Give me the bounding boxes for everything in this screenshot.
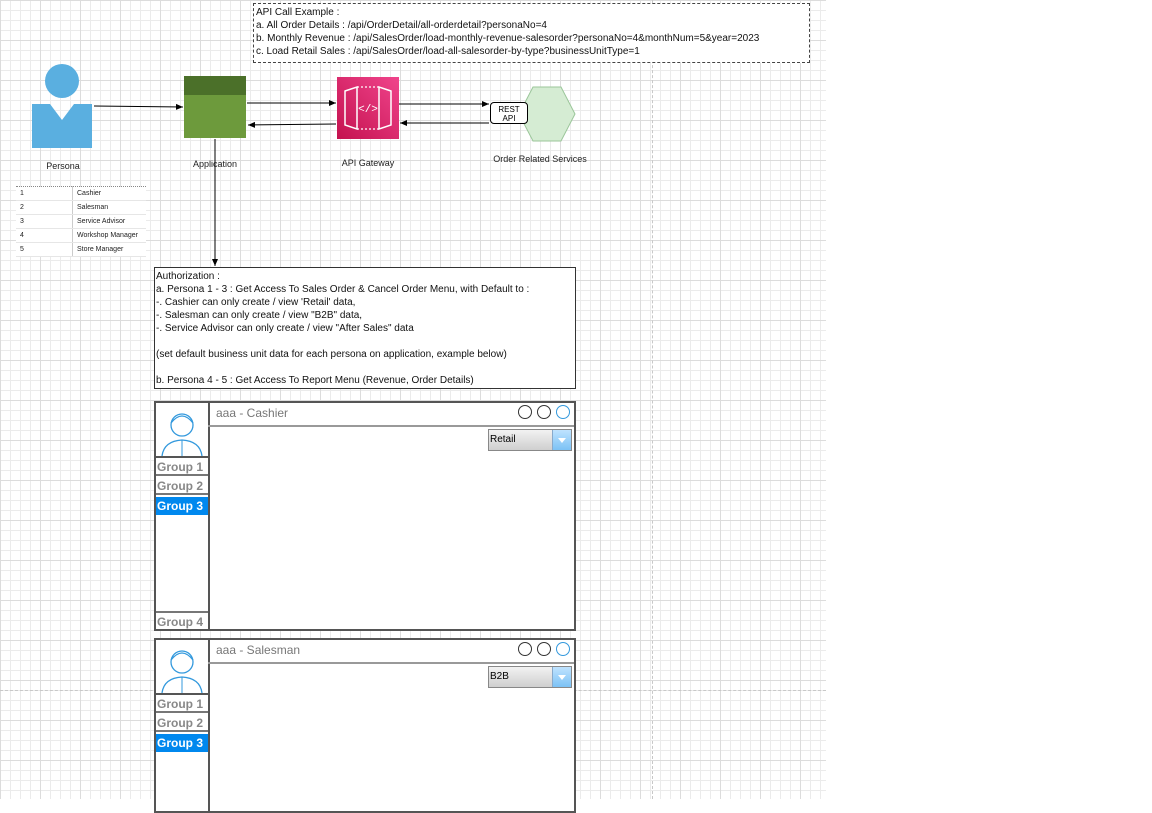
authorization-line: -. Cashier can only create / view 'Retai… <box>156 297 356 308</box>
svg-text:</>: </> <box>358 104 378 116</box>
group-1-item[interactable]: Group 1 <box>156 458 208 476</box>
edge-gateway-application <box>247 121 337 128</box>
api-note-line: c. Load Retail Sales : /api/SalesOrder/l… <box>256 46 640 57</box>
persona-no: 3 <box>16 214 73 229</box>
diagram-canvas <box>0 0 826 799</box>
authorization-line: -. Service Advisor can only create / vie… <box>156 323 414 334</box>
titlebar-divider <box>208 425 574 427</box>
persona-label: Persona <box>46 161 80 171</box>
persona-name: Cashier <box>72 186 146 201</box>
window-control-icon[interactable] <box>537 405 551 419</box>
group-2-item[interactable]: Group 2 <box>156 477 208 495</box>
persona-no: 5 <box>16 242 73 257</box>
persona-no: 1 <box>16 186 73 201</box>
business-unit-dropdown[interactable]: B2B <box>488 666 572 688</box>
dropdown-value: B2B <box>490 671 509 682</box>
group-3-item[interactable]: Group 3 <box>156 734 208 752</box>
authorization-line: Authorization : <box>156 271 220 282</box>
application-label: Application <box>192 159 238 169</box>
cashier-mockup-window[interactable]: Group 1 Group 2 Group 3 Group 4 aaa - Ca… <box>154 401 576 631</box>
connectors <box>93 100 489 266</box>
user-avatar-icon <box>156 650 208 695</box>
persona-icon[interactable] <box>30 62 96 150</box>
mockup-sidebar: Group 1 Group 2 Group 3 Group 4 <box>156 403 210 629</box>
application-node[interactable] <box>184 76 246 138</box>
group-2-item[interactable]: Group 2 <box>156 714 208 732</box>
rest-api-node[interactable]: REST API <box>490 102 528 124</box>
window-title: aaa - Cashier <box>216 406 289 420</box>
authorization-line: a. Persona 1 - 3 : Get Access To Sales O… <box>156 284 530 295</box>
edge-persona-application <box>93 103 184 110</box>
api-call-example-note[interactable]: API Call Example : a. All Order Details … <box>253 3 810 63</box>
dropdown-value: Retail <box>490 434 516 445</box>
window-control-icon[interactable] <box>537 642 551 656</box>
authorization-line <box>156 361 574 374</box>
persona-name: Salesman <box>72 200 146 215</box>
api-gateway-icon[interactable]: </> <box>337 77 399 139</box>
api-gateway-label: API Gateway <box>341 158 395 168</box>
chevron-down-icon[interactable] <box>552 430 571 450</box>
api-note-line: API Call Example : <box>256 7 340 18</box>
page-break-vertical <box>652 0 653 799</box>
window-title: aaa - Salesman <box>216 643 301 657</box>
group-1-item[interactable]: Group 1 <box>156 695 208 713</box>
authorization-line: -. Salesman can only create / view "B2B"… <box>156 310 363 321</box>
persona-name: Store Manager <box>72 242 146 257</box>
api-note-line: a. All Order Details : /api/OrderDetail/… <box>256 20 547 31</box>
api-note-line: b. Monthly Revenue : /api/SalesOrder/loa… <box>256 33 760 44</box>
titlebar-divider <box>208 662 574 664</box>
chevron-down-icon[interactable] <box>552 667 571 687</box>
business-unit-dropdown[interactable]: Retail <box>488 429 572 451</box>
application-header <box>184 76 246 95</box>
user-avatar-icon <box>156 413 208 458</box>
authorization-line: b. Persona 4 - 5 : Get Access To Report … <box>156 375 474 386</box>
authorization-line <box>156 335 574 348</box>
authorization-line: (set default business unit data for each… <box>156 349 507 360</box>
authorization-note[interactable]: Authorization : a. Persona 1 - 3 : Get A… <box>154 267 576 389</box>
window-control-icon[interactable] <box>518 405 532 419</box>
salesman-mockup-window[interactable]: Group 1 Group 2 Group 3 aaa - Salesman B… <box>154 638 576 813</box>
order-services-label: Order Related Services <box>493 154 587 164</box>
persona-no: 4 <box>16 228 73 243</box>
persona-name: Workshop Manager <box>72 228 146 243</box>
persona-name: Service Advisor <box>72 214 146 229</box>
group-4-item[interactable]: Group 4 <box>156 611 208 629</box>
persona-no: 2 <box>16 200 73 215</box>
window-control-icon[interactable] <box>518 642 532 656</box>
group-3-item[interactable]: Group 3 <box>156 497 208 515</box>
window-control-icon[interactable] <box>556 642 570 656</box>
mockup-sidebar: Group 1 Group 2 Group 3 <box>156 640 210 811</box>
window-control-icon[interactable] <box>556 405 570 419</box>
